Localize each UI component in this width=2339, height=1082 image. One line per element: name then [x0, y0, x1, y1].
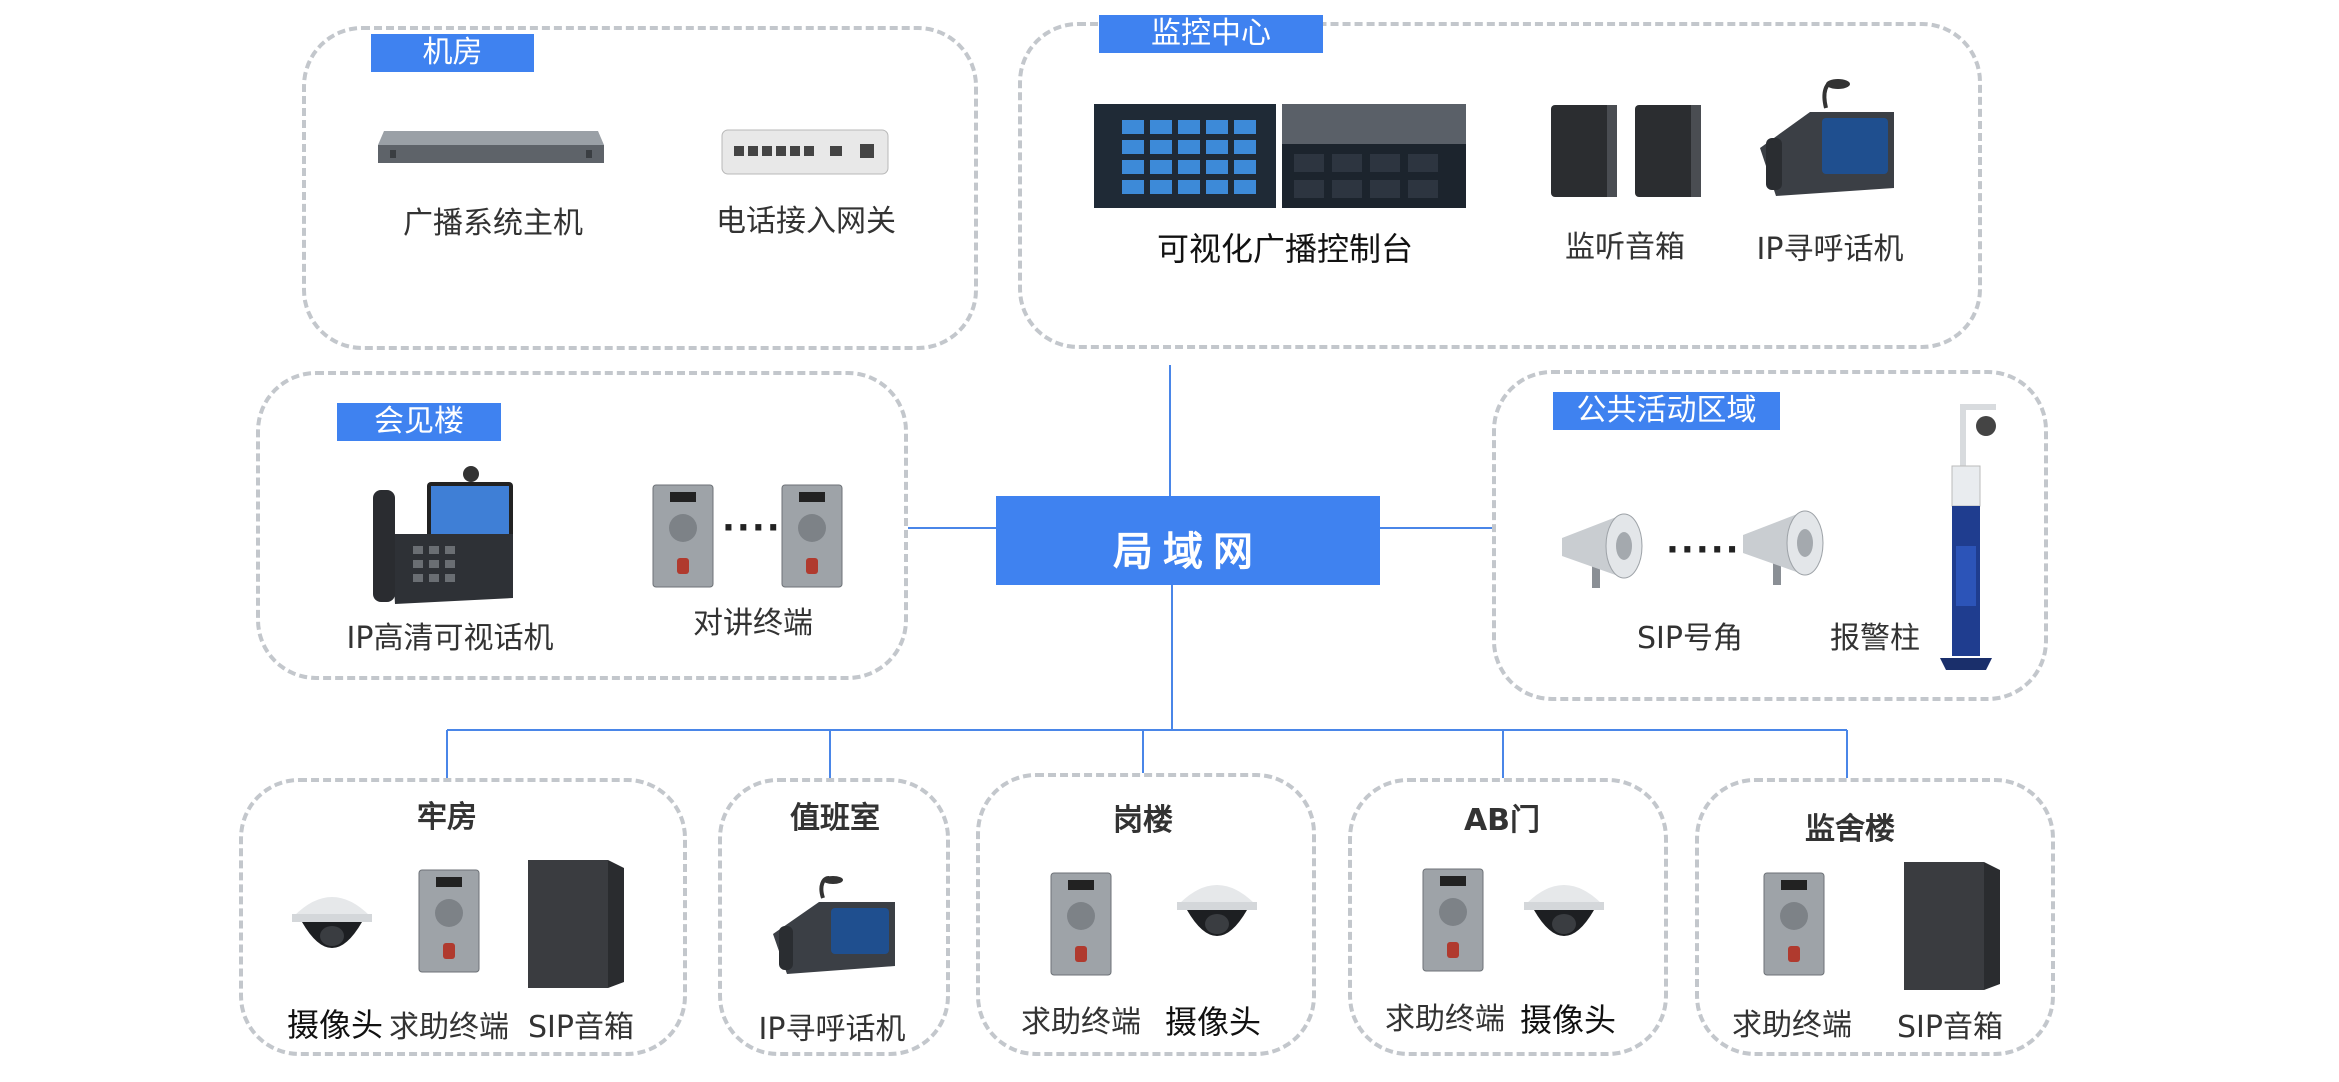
alarm-column-icon: [1940, 404, 1996, 670]
sip-horn-icon-1: [1562, 513, 1643, 588]
label-sip-horn: SIP号角: [1637, 621, 1743, 656]
zone-public-area: [1492, 370, 2048, 701]
ip-paging-phone-icon: [1760, 79, 1894, 196]
label-camera-cell: 摄像头: [286, 1006, 384, 1044]
zone-cell: [239, 778, 687, 1056]
ellipsis-horn: ·····: [1666, 530, 1741, 570]
label-sip-speaker-cell: SIP音箱: [528, 1010, 634, 1045]
intercom-terminal-icon-1: [652, 484, 714, 588]
zone-duty-room: [718, 778, 950, 1056]
label-sip-speaker-dormitory: SIP音箱: [1897, 1010, 2003, 1045]
zone-title-watchtower: 岗楼: [1113, 803, 1173, 838]
sip-horn-icon-2: [1743, 510, 1824, 585]
ip-paging-phone-icon-duty: [773, 876, 895, 974]
help-terminal-icon-cell: [418, 869, 480, 973]
hd-video-phone-icon: [373, 466, 513, 604]
zone-title-ab-gate: AB门: [1463, 803, 1541, 838]
zone-tag-server-room: 机房: [371, 34, 534, 72]
zone-title-dormitory: 监舍楼: [1805, 812, 1895, 847]
label-ip-paging-phone-duty: IP寻呼话机: [758, 1012, 906, 1047]
broadcast-host-icon: [378, 131, 604, 163]
sip-speaker-icon-cell: [528, 860, 624, 988]
label-monitor-speaker: 监听音箱: [1565, 230, 1685, 265]
label-help-terminal-dormitory: 求助终端: [1732, 1008, 1852, 1043]
label-visual-console: 可视化广播控制台: [1156, 230, 1414, 268]
help-terminal-icon-watchtower: [1050, 872, 1112, 976]
zone-title-cell: 牢房: [417, 800, 477, 835]
zone-tag-public-area: 公共活动区域: [1553, 392, 1780, 430]
zone-title-duty-room: 值班室: [790, 801, 880, 836]
label-broadcast-host: 广播系统主机: [403, 206, 583, 241]
camera-icon-watchtower: [1177, 885, 1257, 936]
phone-gateway-icon: [721, 129, 889, 175]
intercom-terminal-icon-2: [781, 484, 843, 588]
zone-tag-monitor-center: 监控中心: [1099, 15, 1323, 53]
label-help-terminal-ab-gate: 求助终端: [1385, 1002, 1505, 1037]
monitor-speakers-icon: [1551, 105, 1701, 197]
lan-box: 局域网: [996, 496, 1380, 585]
zone-watchtower: [976, 773, 1316, 1056]
zone-monitor-center: [1018, 22, 1982, 349]
zone-ab-gate: [1348, 778, 1668, 1056]
label-intercom-terminal: 对讲终端: [693, 606, 813, 641]
label-help-terminal-cell: 求助终端: [389, 1010, 509, 1045]
camera-icon-ab-gate: [1524, 885, 1604, 936]
label-help-terminal-watchtower: 求助终端: [1021, 1005, 1141, 1040]
zone-tag-meeting-building: 会见楼: [337, 403, 501, 441]
label-alarm-column: 报警柱: [1830, 621, 1920, 656]
zone-server-room: [302, 26, 978, 350]
label-phone-gateway: 电话接入网关: [716, 204, 896, 239]
help-terminal-icon-dormitory: [1763, 872, 1825, 976]
lan-label: 局域网: [1113, 529, 1263, 575]
help-terminal-icon-ab-gate: [1422, 868, 1484, 972]
label-camera-watchtower: 摄像头: [1164, 1003, 1262, 1041]
label-ip-paging-phone-monitor: IP寻呼话机: [1756, 232, 1904, 267]
visual-console-icon: [1094, 104, 1466, 208]
camera-icon-cell: [292, 897, 372, 948]
sip-speaker-icon-dormitory: [1904, 862, 2000, 990]
zone-meeting-building: [256, 371, 908, 680]
zone-dormitory: [1695, 778, 2055, 1056]
label-hd-video-phone: IP高清可视话机: [346, 621, 554, 656]
label-camera-ab-gate: 摄像头: [1519, 1001, 1617, 1039]
